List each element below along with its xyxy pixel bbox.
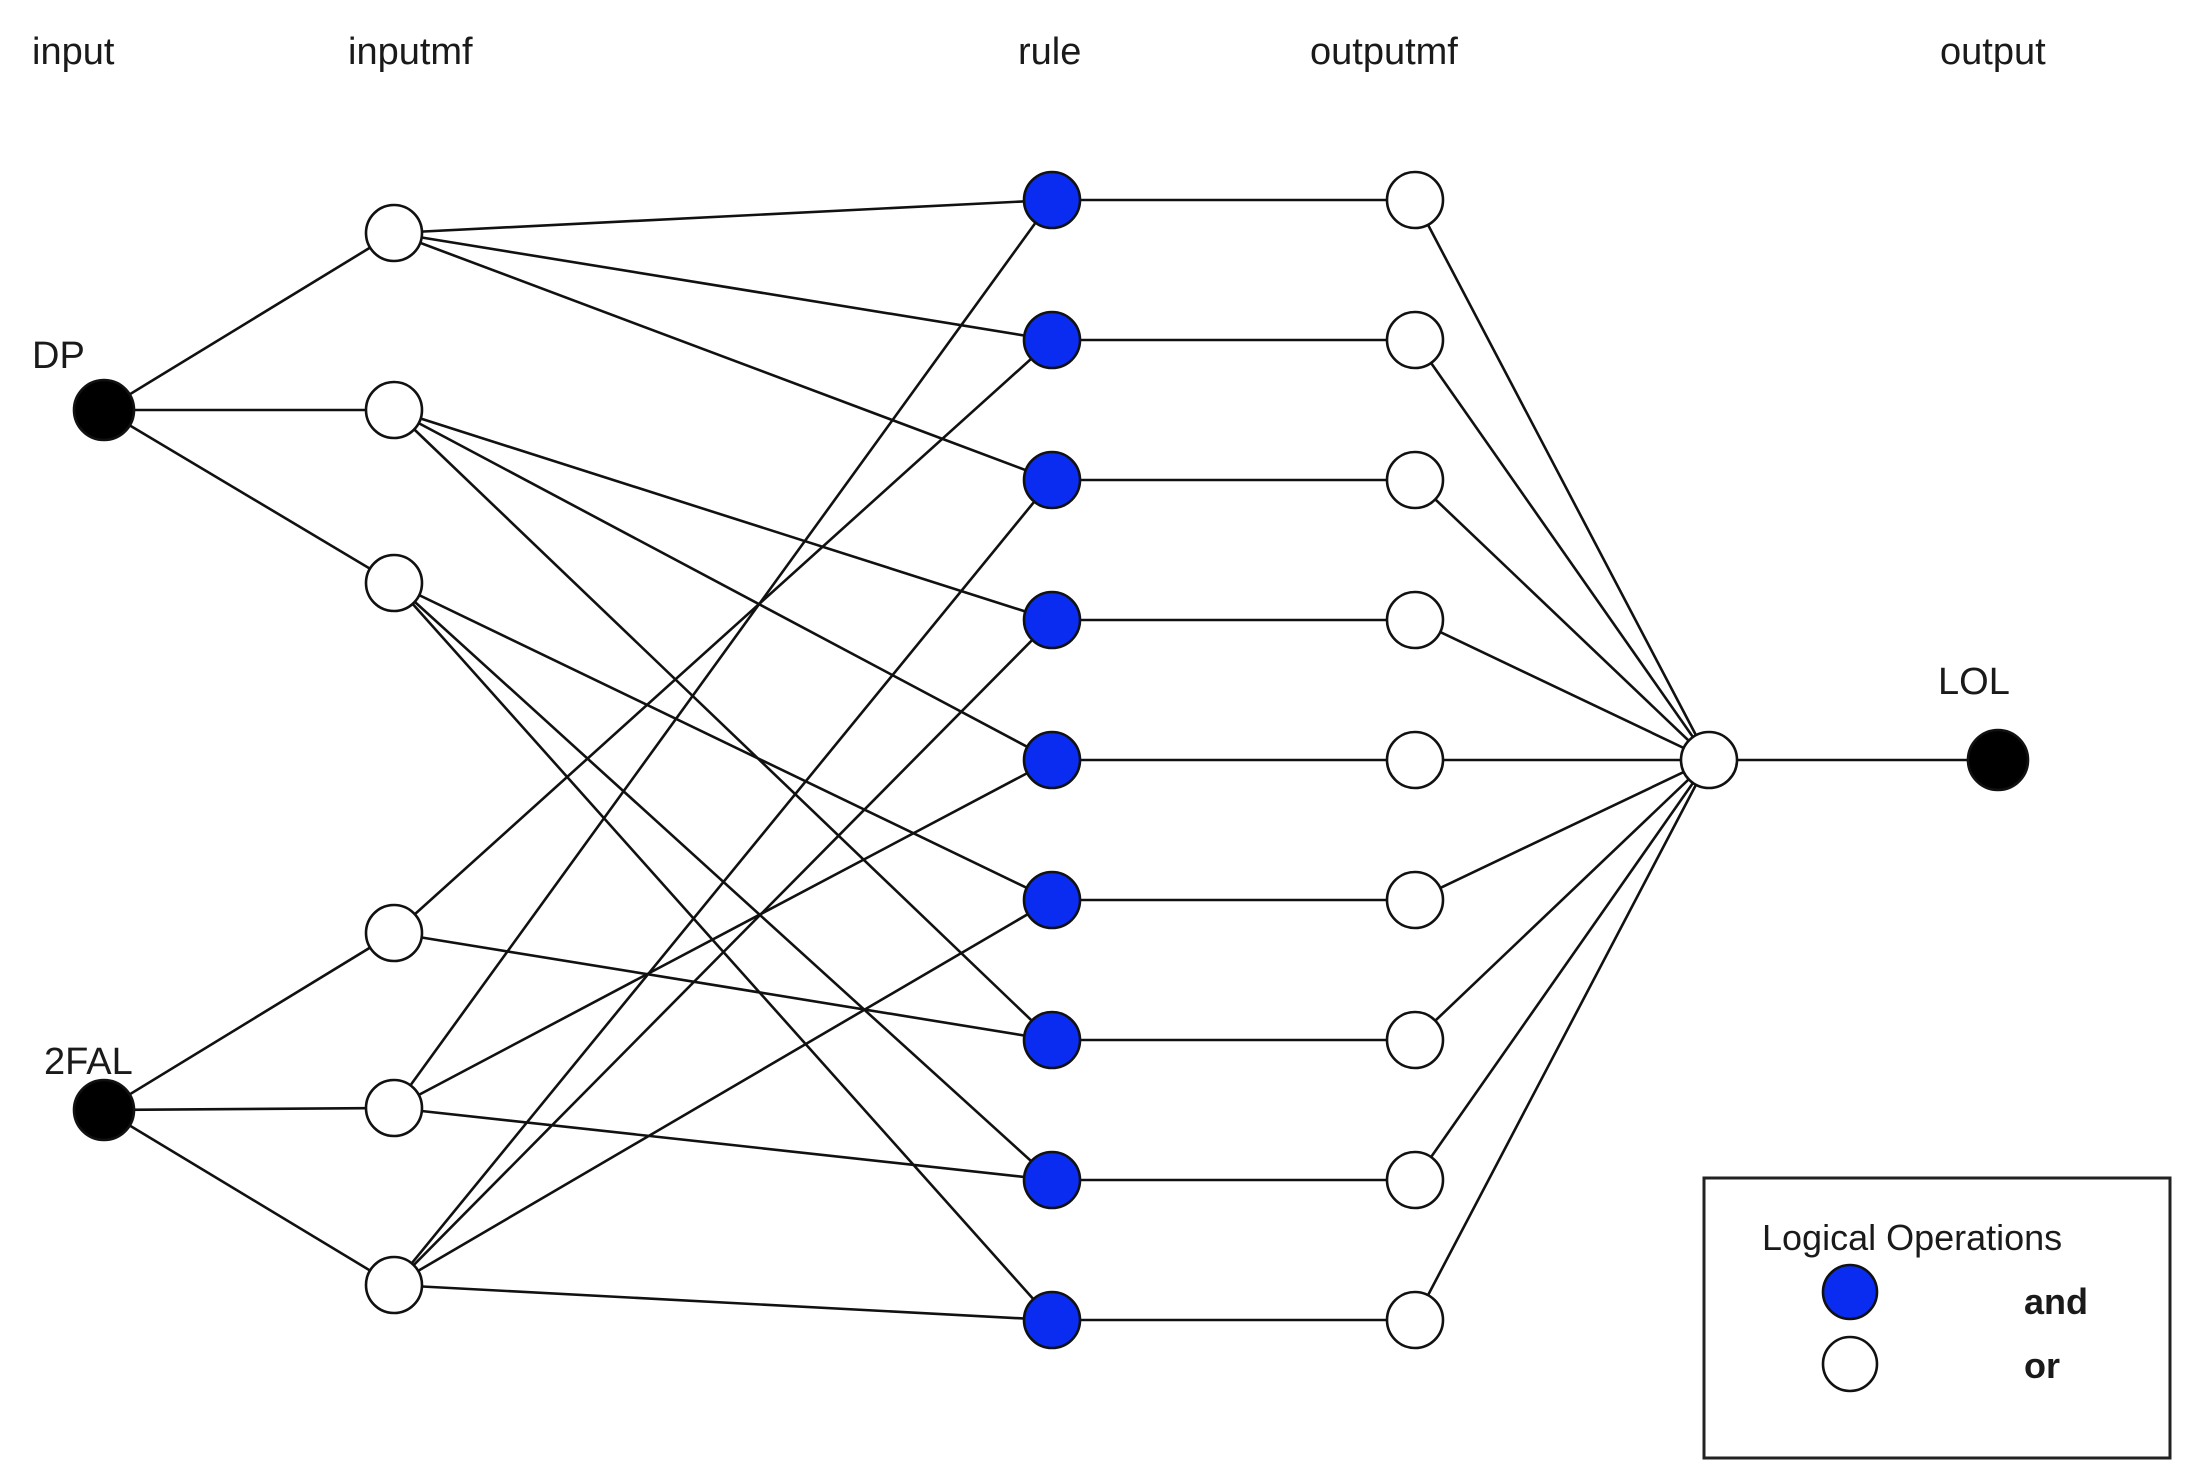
input-node-2fal: [72, 1078, 136, 1142]
column-label-output: output: [1940, 31, 2046, 73]
outputmf-node-8: [1385, 1150, 1445, 1210]
edge-outputmf-3-aggregate: [1414, 479, 1710, 761]
edge-input-1-mf-1: [103, 231, 395, 412]
legend-and-label: and: [2024, 1281, 2088, 1322]
inputmf-node-2fal-3: [364, 1255, 424, 1315]
edge-2fal-mf-3-rule-6: [393, 898, 1053, 1287]
edge-outputmf-4-aggregate: [1414, 618, 1710, 762]
outputmf-node-9: [1385, 1290, 1445, 1350]
edge-outputmf-6-aggregate: [1414, 758, 1710, 902]
outputmf-node-4: [1385, 590, 1445, 650]
edge-2fal-mf-3-rule-9: [393, 1283, 1053, 1322]
inputmf-node-2fal-1: [364, 903, 424, 963]
rule-node-9: [1022, 1290, 1082, 1350]
column-label-outputmf: outputmf: [1310, 31, 1458, 73]
edges-layer: [103, 198, 1998, 1322]
outputmf-node-1: [1385, 170, 1445, 230]
input-label-2fal: 2FAL: [44, 1041, 133, 1083]
outputmf-node-3: [1385, 450, 1445, 510]
rule-node-4: [1022, 590, 1082, 650]
rule-node-2: [1022, 310, 1082, 370]
edge-dp-mf-2-rule-5: [393, 408, 1053, 762]
edge-2fal-mf-2-rule-8: [393, 1106, 1053, 1182]
inputmf-node-dp-1: [364, 203, 424, 263]
edge-outputmf-2-aggregate: [1413, 339, 1711, 761]
nodes-layer: [72, 170, 2030, 1350]
rule-node-7: [1022, 1010, 1082, 1070]
column-label-rule: rule: [1018, 31, 1081, 73]
outputmf-node-5: [1385, 730, 1445, 790]
edge-2fal-mf-2-rule-5: [393, 758, 1053, 1110]
edge-input-2-mf-1: [103, 931, 395, 1112]
legend: Logical Operations and or: [1702, 1176, 2172, 1460]
legend-and-swatch: [1821, 1263, 1879, 1321]
edge-dp-mf-1-rule-1: [393, 198, 1053, 235]
input-label-dp: DP: [32, 335, 85, 377]
inputmf-node-2fal-2: [364, 1078, 424, 1138]
edge-input-2-mf-3: [103, 1108, 395, 1287]
legend-box: [1702, 1176, 2172, 1460]
edge-outputmf-8-aggregate: [1413, 759, 1711, 1181]
column-label-inputmf: inputmf: [348, 31, 473, 73]
input-node-dp: [72, 378, 136, 442]
outputmf-node-2: [1385, 310, 1445, 370]
edge-dp-mf-3-rule-8: [393, 582, 1053, 1181]
edge-dp-mf-2-rule-4: [393, 408, 1053, 622]
edge-2fal-mf-2-rule-1: [392, 199, 1054, 1109]
legend-or-swatch: [1821, 1335, 1879, 1393]
outputmf-node-7: [1385, 1010, 1445, 1070]
edge-input-2-mf-2: [103, 1106, 395, 1112]
edge-input-1-mf-3: [103, 408, 395, 585]
output-label-lol: LOL: [1938, 661, 2010, 703]
edge-dp-mf-1-rule-3: [393, 231, 1053, 482]
aggregation-node: [1679, 730, 1739, 790]
edge-outputmf-7-aggregate: [1414, 759, 1710, 1041]
outputmf-node-6: [1385, 870, 1445, 930]
rule-node-5: [1022, 730, 1082, 790]
rule-node-3: [1022, 450, 1082, 510]
edge-outputmf-9-aggregate: [1413, 759, 1711, 1321]
edge-dp-mf-1-rule-2: [393, 231, 1053, 342]
edge-2fal-mf-1-rule-2: [393, 339, 1053, 934]
inputmf-node-dp-3: [364, 553, 424, 613]
legend-title: Logical Operations: [1762, 1217, 2062, 1258]
inputmf-node-dp-2: [364, 380, 424, 440]
column-label-input: input: [32, 31, 115, 73]
edge-dp-mf-3-rule-9: [393, 582, 1053, 1321]
edge-dp-mf-3-rule-6: [393, 581, 1053, 902]
edge-outputmf-1-aggregate: [1413, 199, 1711, 761]
edge-dp-mf-2-rule-7: [393, 409, 1053, 1041]
rule-node-6: [1022, 870, 1082, 930]
rule-node-8: [1022, 1150, 1082, 1210]
edge-2fal-mf-1-rule-7: [393, 931, 1053, 1042]
rule-node-1: [1022, 170, 1082, 230]
legend-or-label: or: [2024, 1345, 2060, 1386]
output-node-lol: [1966, 728, 2030, 792]
